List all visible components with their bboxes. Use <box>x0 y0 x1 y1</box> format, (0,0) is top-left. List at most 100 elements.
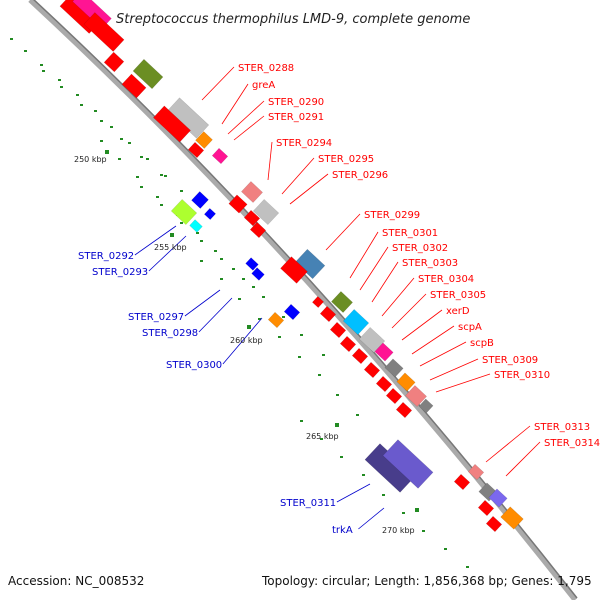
gene-label: STER_0314 <box>544 438 600 449</box>
gene-label: STER_0310 <box>494 370 550 381</box>
tick-marks <box>10 38 469 568</box>
leader-line <box>336 483 371 503</box>
gene-block <box>384 358 404 378</box>
gene-label: STER_0295 <box>318 154 374 165</box>
gene-label: scpA <box>458 322 482 333</box>
gene-block <box>396 372 416 392</box>
gene-block <box>170 198 198 226</box>
gene-label: STER_0301 <box>382 228 438 239</box>
gene-label: STER_0304 <box>418 274 474 285</box>
gene-block <box>477 499 495 517</box>
tick-dash <box>94 110 97 112</box>
gene-block <box>195 131 213 149</box>
tick-dash <box>140 156 143 158</box>
gene-label: STER_0296 <box>332 170 388 181</box>
tick-dash <box>200 240 203 242</box>
gene-features <box>59 0 524 533</box>
gene-label: STER_0294 <box>276 138 332 149</box>
leader-line <box>134 225 177 256</box>
tick-dash <box>140 186 143 188</box>
gene-block <box>132 58 164 90</box>
leader-line <box>198 297 233 333</box>
gene-block <box>243 209 261 227</box>
tick-dash <box>232 268 235 270</box>
gene-block <box>203 207 217 221</box>
gene-label: STER_0300 <box>166 360 222 371</box>
leader-line <box>391 293 427 329</box>
leader-line <box>289 173 329 205</box>
tick-dash <box>258 318 261 320</box>
label-leaders <box>134 66 541 530</box>
tick-dash <box>24 50 27 52</box>
gene-block <box>103 51 125 73</box>
leader-line <box>148 235 187 272</box>
genome-backbone <box>28 0 577 600</box>
leader-line <box>381 277 415 317</box>
tick-dash <box>282 316 285 318</box>
tick-dash <box>262 296 265 298</box>
tick-major <box>105 150 109 154</box>
gene-block <box>245 257 259 271</box>
gene-label: trkA <box>332 525 353 536</box>
tick-dash <box>200 260 203 262</box>
gene-block <box>500 506 524 530</box>
leader-line <box>401 309 443 341</box>
gene-label: STER_0311 <box>280 498 336 509</box>
leader-line <box>227 100 265 135</box>
gene-label: STER_0313 <box>534 422 590 433</box>
gene-block <box>241 181 263 203</box>
tick-dash <box>356 414 359 416</box>
gene-label: STER_0298 <box>142 328 198 339</box>
gene-block <box>385 387 403 405</box>
leader-line <box>281 157 315 195</box>
tick-dash <box>322 354 325 356</box>
gene-block <box>351 347 369 365</box>
leader-line <box>358 507 385 530</box>
leader-line <box>411 325 455 355</box>
tick-dash <box>76 94 79 96</box>
gene-block <box>189 219 203 233</box>
gene-block <box>283 303 301 321</box>
tick-dash <box>422 530 425 532</box>
gene-block <box>267 311 285 329</box>
tick-dash <box>220 278 223 280</box>
gene-block <box>339 335 357 353</box>
scale-label: 250 kbp <box>74 155 107 164</box>
gene-label: xerD <box>446 306 470 317</box>
scale-label: 270 kbp <box>382 526 415 535</box>
topology-label: Topology: circular; Length: 1,856,368 bp… <box>261 574 592 588</box>
gene-label: STER_0288 <box>238 63 294 74</box>
gene-block <box>395 401 413 419</box>
leader-line <box>267 141 273 181</box>
gene-block <box>252 198 280 226</box>
gene-label: STER_0302 <box>392 243 448 254</box>
gene-block <box>251 267 265 281</box>
tick-dash <box>100 140 103 142</box>
leader-line <box>359 246 389 291</box>
tick-dash <box>300 420 303 422</box>
gene-label: STER_0297 <box>128 312 184 323</box>
gene-block <box>363 361 381 379</box>
tick-dash <box>80 104 83 106</box>
tick-dash <box>320 438 323 440</box>
tick-dash <box>300 334 303 336</box>
leader-line <box>505 441 541 477</box>
tick-dash <box>118 158 121 160</box>
tick-dash <box>110 126 113 128</box>
gene-block <box>319 305 337 323</box>
leader-line <box>485 425 531 463</box>
tick-dash <box>466 566 469 568</box>
gene-block <box>405 385 427 407</box>
gene-block <box>329 321 347 339</box>
leader-line <box>419 341 467 367</box>
tick-dash <box>136 176 139 178</box>
tick-dash <box>180 222 183 224</box>
leader-line <box>371 261 399 303</box>
gene-block <box>249 221 267 239</box>
tick-dash <box>444 548 447 550</box>
tick-dash <box>42 70 45 72</box>
gene-block <box>485 515 503 533</box>
leader-line <box>221 83 249 125</box>
gene-label: STER_0303 <box>402 258 458 269</box>
gene-label: STER_0305 <box>430 290 486 301</box>
